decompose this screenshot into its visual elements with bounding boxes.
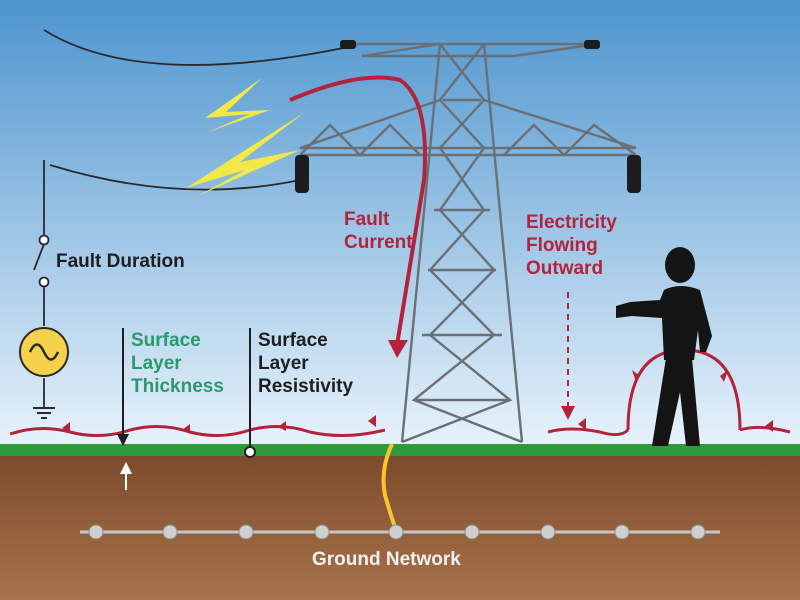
person-icon xyxy=(616,247,712,446)
lightning-bolt-icon xyxy=(186,78,305,196)
fault-current-label: Fault Current xyxy=(344,209,413,253)
power-lines xyxy=(43,29,349,191)
ground-icon xyxy=(33,407,55,419)
insulators xyxy=(295,40,641,193)
outward-dashed-arrow xyxy=(561,292,575,420)
surface-thickness-marker xyxy=(117,328,132,490)
surface-resistivity-marker xyxy=(244,328,256,458)
fault-current-arrow xyxy=(289,75,427,358)
ground-network-label: Ground Network xyxy=(312,549,461,570)
surface-layer-resistivity-label: Surface Layer Resistivity xyxy=(258,330,354,397)
grass-strip xyxy=(0,444,800,456)
surface-layer-thickness-label: Surface Layer Thickness xyxy=(131,330,224,397)
ground-network xyxy=(80,524,720,540)
fault-circuit xyxy=(33,160,50,408)
electricity-flowing-outward-label: Electricity Flowing Outward xyxy=(526,212,617,279)
transmission-tower-icon xyxy=(299,42,637,444)
fault-duration-label: Fault Duration xyxy=(56,251,185,272)
ac-source-icon xyxy=(19,327,69,377)
